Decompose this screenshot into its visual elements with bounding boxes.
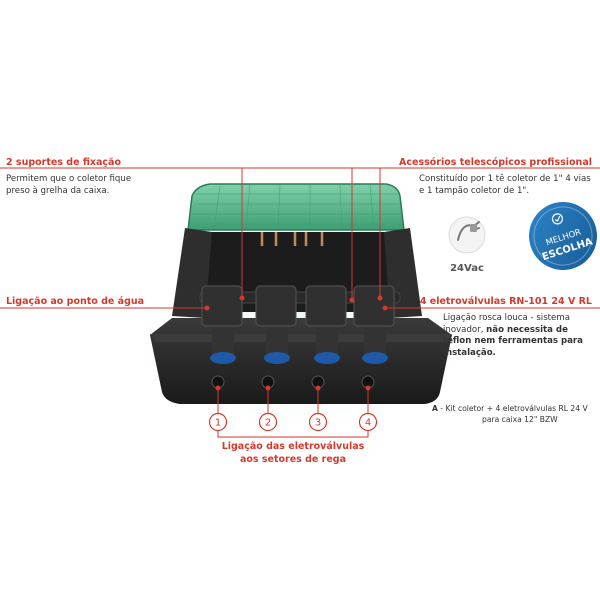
sectors-line1: Ligação das eletroválvulas (221, 441, 365, 452)
number-4: 4 (365, 418, 371, 429)
valve-3 (305, 285, 347, 364)
fixation-description: Permitem que o coletor fique preso à gre… (6, 174, 131, 197)
box-lid (187, 183, 405, 231)
fixation-line2: preso à grelha da caixa. (6, 185, 110, 196)
valve-wires (260, 232, 324, 246)
kit-line1-text: Kit coletor + 4 eletroválvulas RL 24 V (445, 404, 588, 413)
number-3: 3 (315, 418, 321, 429)
leader-lines (0, 167, 600, 438)
outlet-ports (211, 375, 375, 389)
valves-line3: teflon nem ferramentas para (443, 336, 583, 346)
telescopic-description: Constituído por 1 tê coletor de 1" 4 via… (419, 174, 597, 197)
valves-line4: instalação. (443, 347, 496, 358)
voltage-label: 24Vac (450, 263, 484, 274)
telescopic-title: Acessórios telescópicos profissional (399, 157, 592, 168)
valves-description: Ligação rosca louca - sistema inovador, … (443, 313, 593, 359)
valves-line2-bold: não necessita de (486, 324, 568, 335)
fixation-title: 2 suportes de fixação (6, 157, 121, 168)
box-rim (150, 334, 452, 342)
telescopic-line2: e 1 tampão coletor de 1". (419, 185, 530, 196)
kit-line2: para caixa 12" BZW (482, 414, 558, 424)
number-1: 1 (215, 418, 221, 429)
water-point-title: Ligação ao ponto de água (6, 296, 145, 307)
power-plug-icon (448, 216, 486, 254)
leader-telescopic-2 (342, 167, 353, 300)
valves-line2: inovador, não necessita de (443, 325, 593, 337)
best-choice-badge: MELHOR ESCOLHA (529, 202, 597, 270)
leader-sectors (217, 431, 369, 438)
telescopic-line1: Constituído por 1 tê coletor de 1" 4 via… (419, 174, 591, 184)
valves-line2-normal: inovador, (443, 324, 487, 335)
valve-box (150, 183, 452, 404)
leader-fixation (140, 167, 243, 298)
number-2: 2 (265, 418, 271, 429)
valve-1 (201, 285, 243, 364)
kit-sep: - (437, 404, 446, 413)
kit-description: A - Kit coletor + 4 eletroválvulas RL 24… (432, 404, 592, 425)
valves-line1: Ligação rosca louca - sistema (443, 313, 570, 323)
sectors-line2: aos setores de rega (239, 453, 347, 465)
box-base (150, 318, 452, 404)
kit-line1: A - Kit coletor + 4 eletroválvulas RL 24… (432, 404, 592, 415)
valves-title: 4 eletroválvulas RN-101 24 V RL (419, 296, 592, 307)
check-icon (551, 213, 564, 225)
kit-code: A (432, 404, 438, 413)
valve-4 (353, 285, 395, 364)
sectors-label: Ligação das eletroválvulas aos setores d… (208, 441, 378, 466)
fixation-line1: Permitem que o coletor fique (6, 174, 132, 184)
number-markers: 1 2 3 4 (208, 412, 378, 432)
anchor-dots (204, 295, 388, 391)
valve-2 (255, 285, 297, 364)
